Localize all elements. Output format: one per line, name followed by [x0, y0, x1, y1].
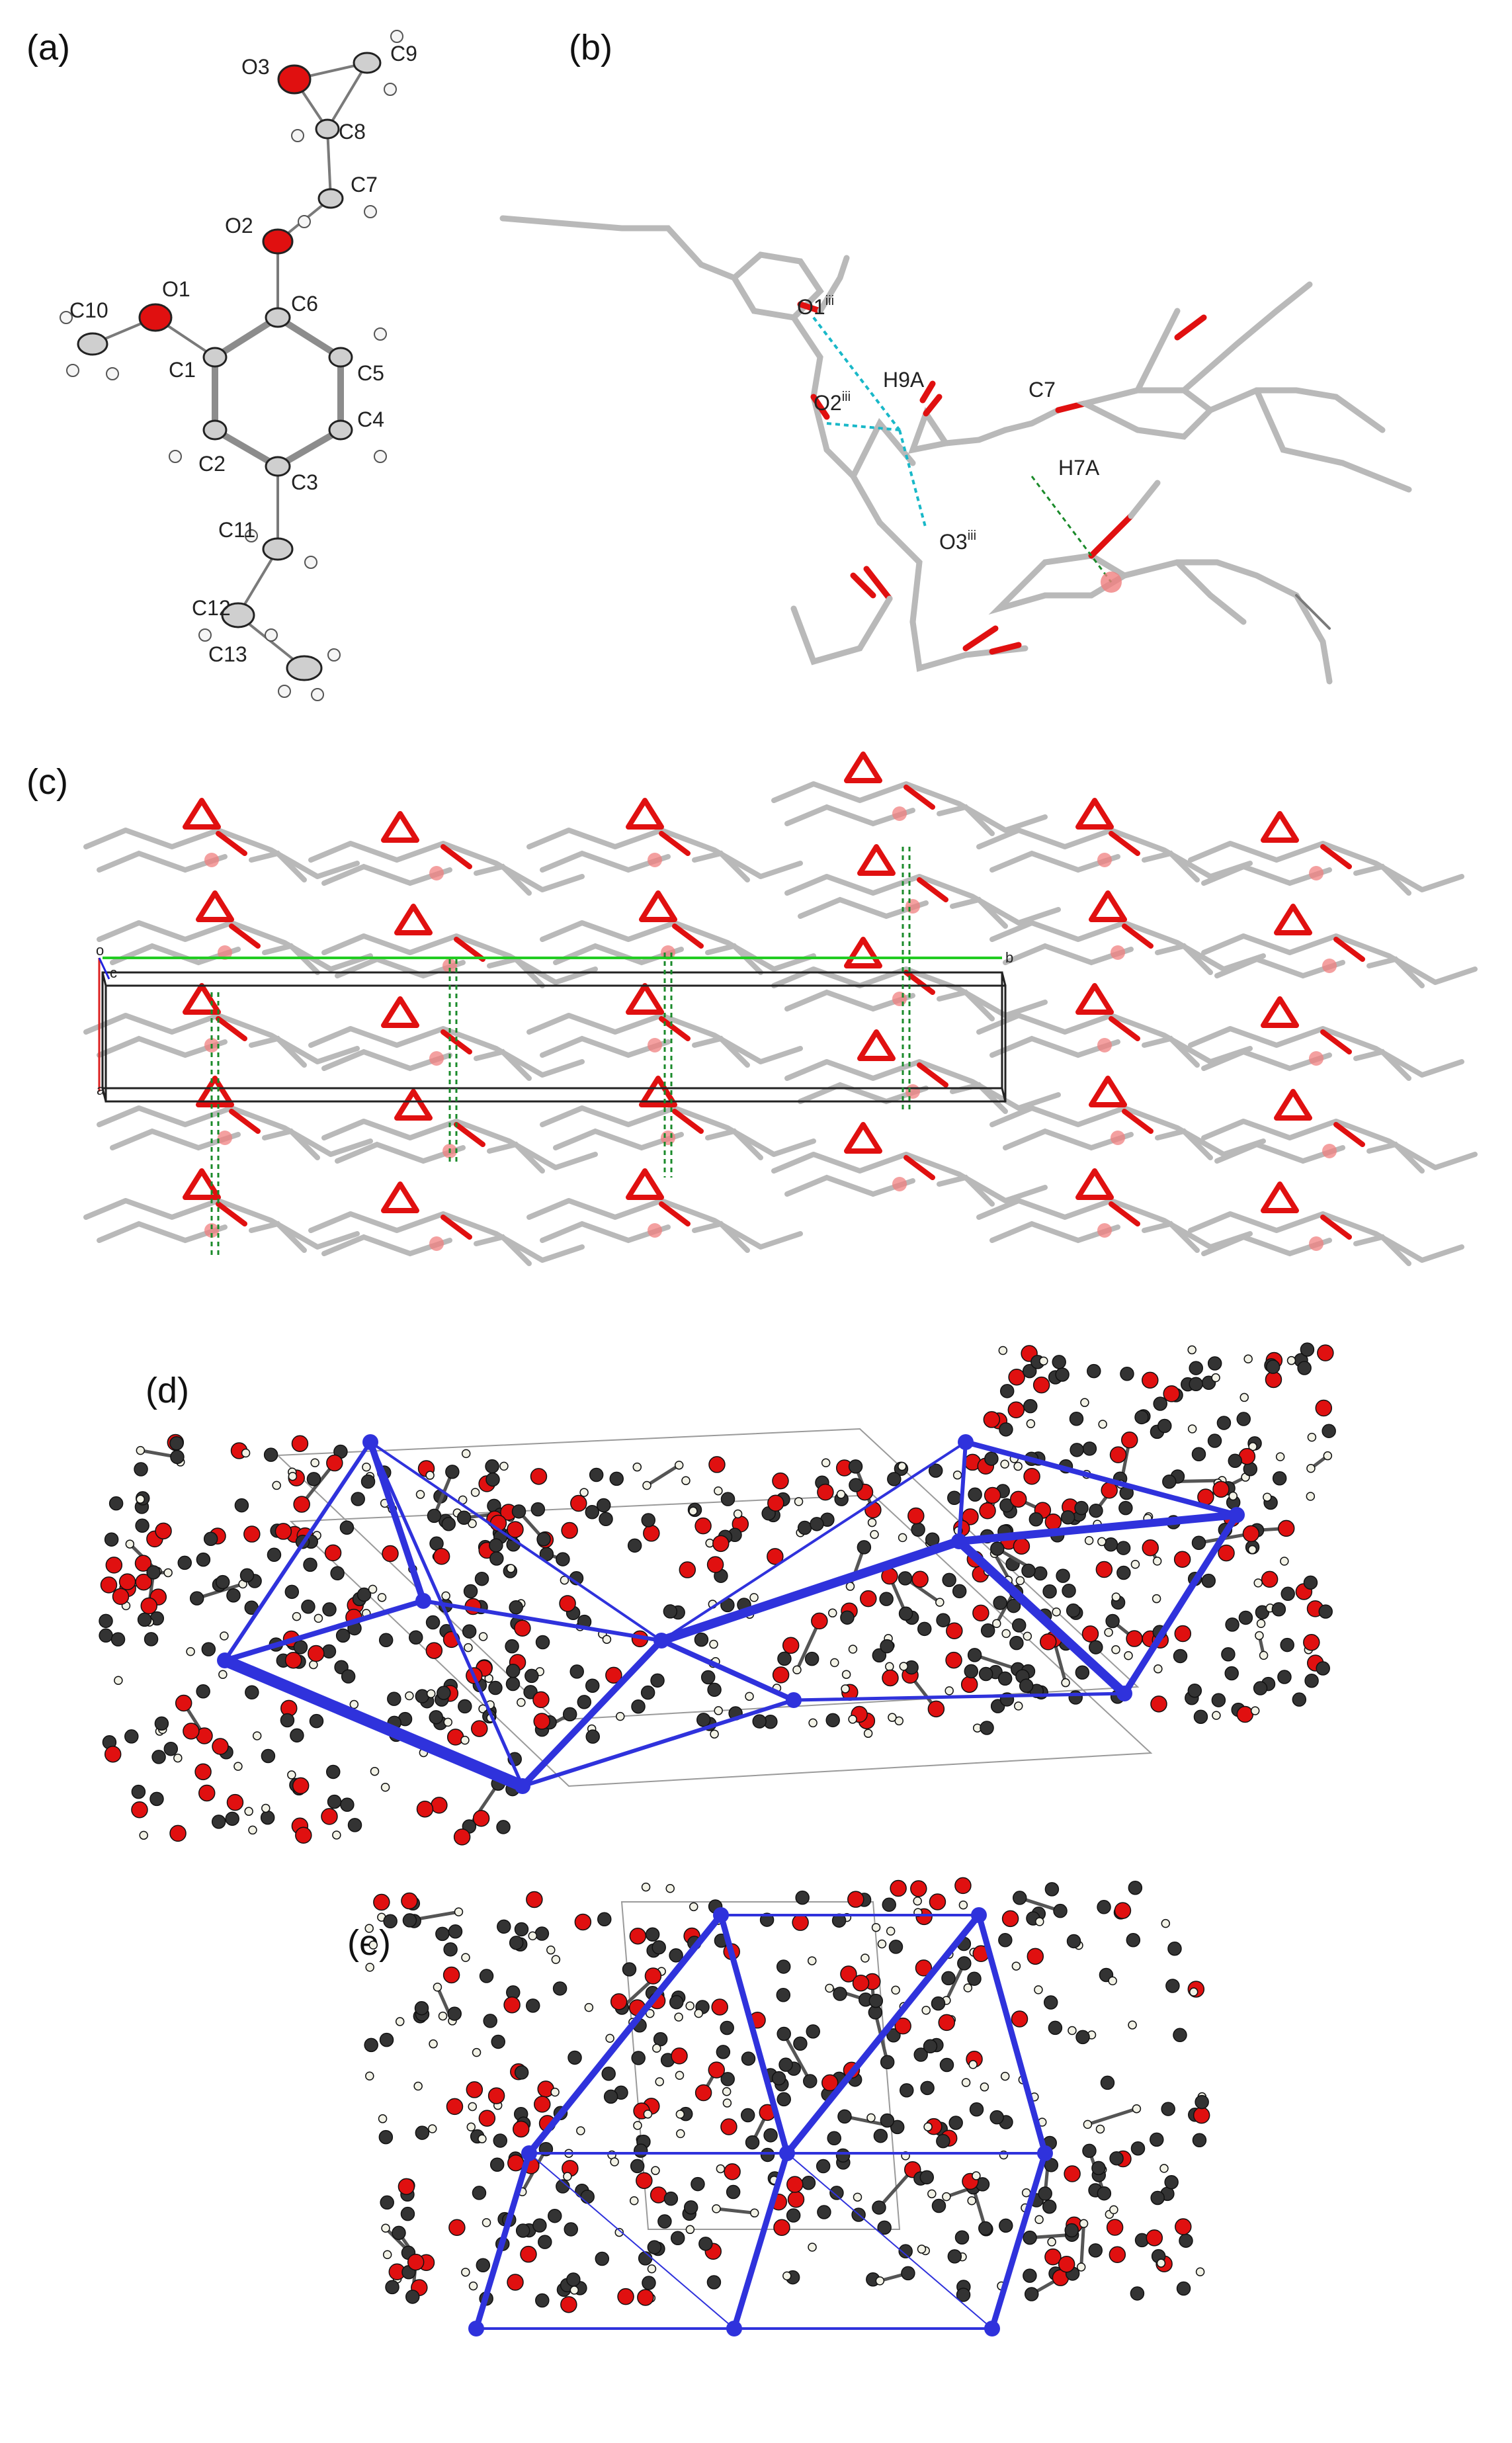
panel-a-label: (a) [26, 28, 70, 67]
packing-sticks [499, 215, 1412, 685]
green-contacts-c [210, 847, 911, 1257]
atom-label-c10: C10 [69, 298, 108, 322]
label-o3-iii: O3iii [939, 529, 976, 554]
panel-d: (d) [99, 1342, 1336, 1846]
label-h9a: H9A [883, 368, 925, 392]
atom-label-c8: C8 [339, 120, 366, 144]
atom-label-c12: C12 [192, 596, 231, 620]
atom-label-c4: C4 [357, 407, 384, 431]
panel-b-labels: O1iii O2iii H9A C7 H7A O3iii [797, 294, 1100, 554]
label-o1-iii: O1iii [797, 294, 834, 319]
hbond-contacts [812, 316, 1122, 593]
atom-label-c3: C3 [291, 470, 318, 494]
atom-label-o1: O1 [162, 277, 190, 301]
atom-label-c1: C1 [169, 358, 196, 382]
ortep-atom-labels: O3 C9 C8 C7 O2 C6 O1 C10 C1 C5 C4 C2 C3 … [69, 42, 417, 666]
ortep-atoms [60, 30, 403, 701]
atom-label-c13: C13 [208, 642, 247, 666]
label-o2-iii: O2iii [814, 390, 851, 415]
panel-e: (e) [347, 1877, 1210, 2336]
panel-c-label: (c) [26, 762, 68, 802]
ortep-bonds [91, 62, 368, 669]
unit-cell-c: o c a b [96, 942, 1013, 1103]
axis-label-a: a [97, 1082, 105, 1098]
axis-label-b: b [1005, 949, 1013, 966]
panel-d-label: (d) [146, 1371, 189, 1410]
atom-label-c2: C2 [198, 452, 226, 476]
ball-stick-e [364, 1877, 1210, 2313]
energy-framework-e [468, 1907, 1053, 2336]
atom-label-c5: C5 [357, 361, 384, 385]
panel-b: (b) [499, 28, 1412, 685]
atom-label-o2: O2 [225, 214, 253, 237]
label-c7: C7 [1029, 378, 1056, 402]
packing-layer-c [83, 751, 1478, 1266]
atom-label-c7: C7 [351, 173, 378, 196]
atom-label-c9: C9 [390, 42, 417, 65]
panel-c: (c) o c a b [26, 751, 1478, 1266]
ball-stick-d [99, 1342, 1336, 1846]
panel-a: (a) [26, 28, 417, 701]
unit-cell-e [620, 1901, 901, 2230]
energy-framework-d [217, 1434, 1245, 1794]
panel-b-label: (b) [569, 28, 612, 67]
axis-label-c: c [110, 964, 117, 981]
label-h7a: H7A [1058, 456, 1100, 480]
atom-label-c11: C11 [218, 518, 255, 542]
axis-label-o: o [96, 942, 104, 959]
atom-label-c6: C6 [291, 292, 318, 316]
atom-label-o3: O3 [241, 55, 270, 79]
